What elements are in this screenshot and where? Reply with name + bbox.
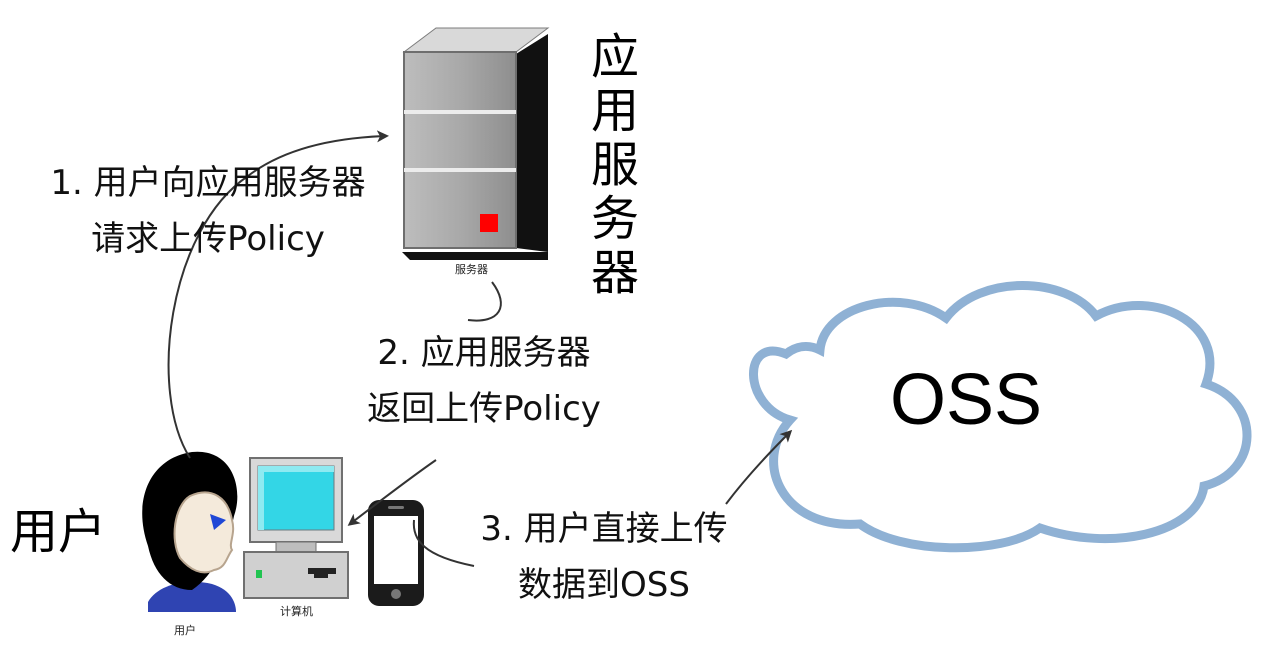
step3-arrow-to-oss (725, 429, 793, 505)
step2-line1: 2. 应用服务器 (377, 333, 591, 373)
computer-icon-caption: 计算机 (280, 605, 313, 618)
step3-arrow (412, 519, 475, 567)
server-indicator (480, 214, 498, 232)
smartphone-icon (368, 500, 424, 606)
step3-line2: 数据到OSS (518, 565, 690, 605)
user-label: 用户 (10, 504, 107, 560)
oss-label: OSS (890, 360, 1043, 440)
step2-line2: 返回上传Policy (367, 389, 601, 429)
step3-line1: 3. 用户直接上传 (480, 509, 728, 549)
step2-arrow-to-computer (347, 459, 437, 526)
step2-arrow (467, 281, 502, 322)
step1-line1: 1. 用户向应用服务器 (50, 163, 366, 203)
user-icon (142, 451, 238, 612)
server-icon-caption: 服务器 (455, 263, 488, 276)
step1-arrow (167, 130, 389, 459)
server-icon (402, 27, 550, 260)
server-title: 应用服务器 (590, 29, 639, 301)
step1-line2: 请求上传Policy (91, 219, 325, 259)
cloud-icon (749, 281, 1252, 553)
user-icon-caption: 用户 (174, 624, 196, 637)
computer-icon (243, 457, 349, 599)
